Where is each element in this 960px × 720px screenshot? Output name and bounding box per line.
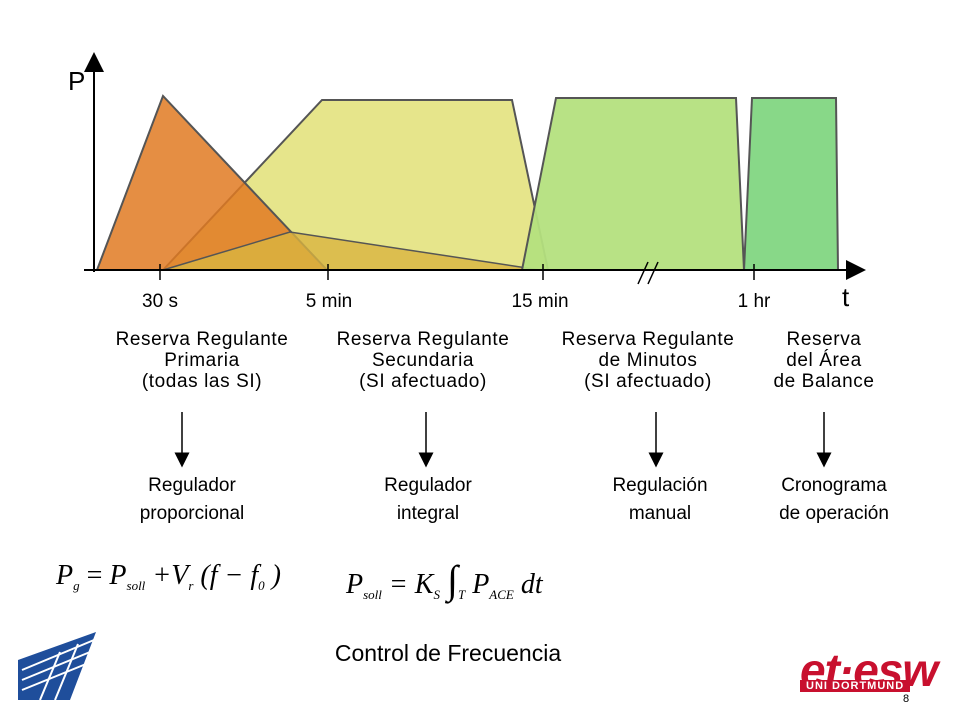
formula-proportional: Pg = Psoll +Vr (f − f0 ) bbox=[56, 560, 281, 593]
reserve-label-primary: Reserva Regulante Primaria (todas las SI… bbox=[115, 329, 289, 392]
university-logo-icon bbox=[18, 632, 96, 701]
regulator-proportional: Regulador proporcional bbox=[139, 475, 245, 524]
y-axis-label: P bbox=[68, 66, 85, 96]
page-number: 8 bbox=[903, 693, 910, 705]
axis-break-mark bbox=[647, 261, 659, 285]
reserve-label-minute: Reserva Regulante de Minutos (SI afectua… bbox=[561, 329, 735, 392]
tick-label-30s: 30 s bbox=[142, 291, 178, 312]
slide-caption: Control de Frecuencia bbox=[334, 640, 562, 666]
reserve-label-balance: Reserva del Área de Balance bbox=[773, 329, 875, 392]
tick-label-15min: 15 min bbox=[511, 291, 568, 312]
regulator-integral: Regulador integral bbox=[384, 475, 472, 524]
formula-integral: Psoll = KS ∫T PACE dt bbox=[346, 557, 543, 602]
reserve-label-secondary: Reserva Regulante Secundaria (SI afectua… bbox=[336, 329, 510, 392]
x-axis-label: t bbox=[842, 282, 850, 312]
minute-reserve-shape bbox=[520, 97, 746, 271]
tick-label-1hr: 1 hr bbox=[738, 291, 771, 312]
axis-break-mark bbox=[637, 261, 649, 285]
tick-label-5min: 5 min bbox=[306, 291, 352, 312]
uni-dortmund-logo-text: UNI DORTMUND bbox=[800, 680, 911, 692]
operation-schedule: Cronograma de operación bbox=[779, 475, 889, 524]
regulation-manual: Regulación manual bbox=[612, 475, 708, 524]
balance-area-reserve-shape bbox=[742, 97, 840, 271]
